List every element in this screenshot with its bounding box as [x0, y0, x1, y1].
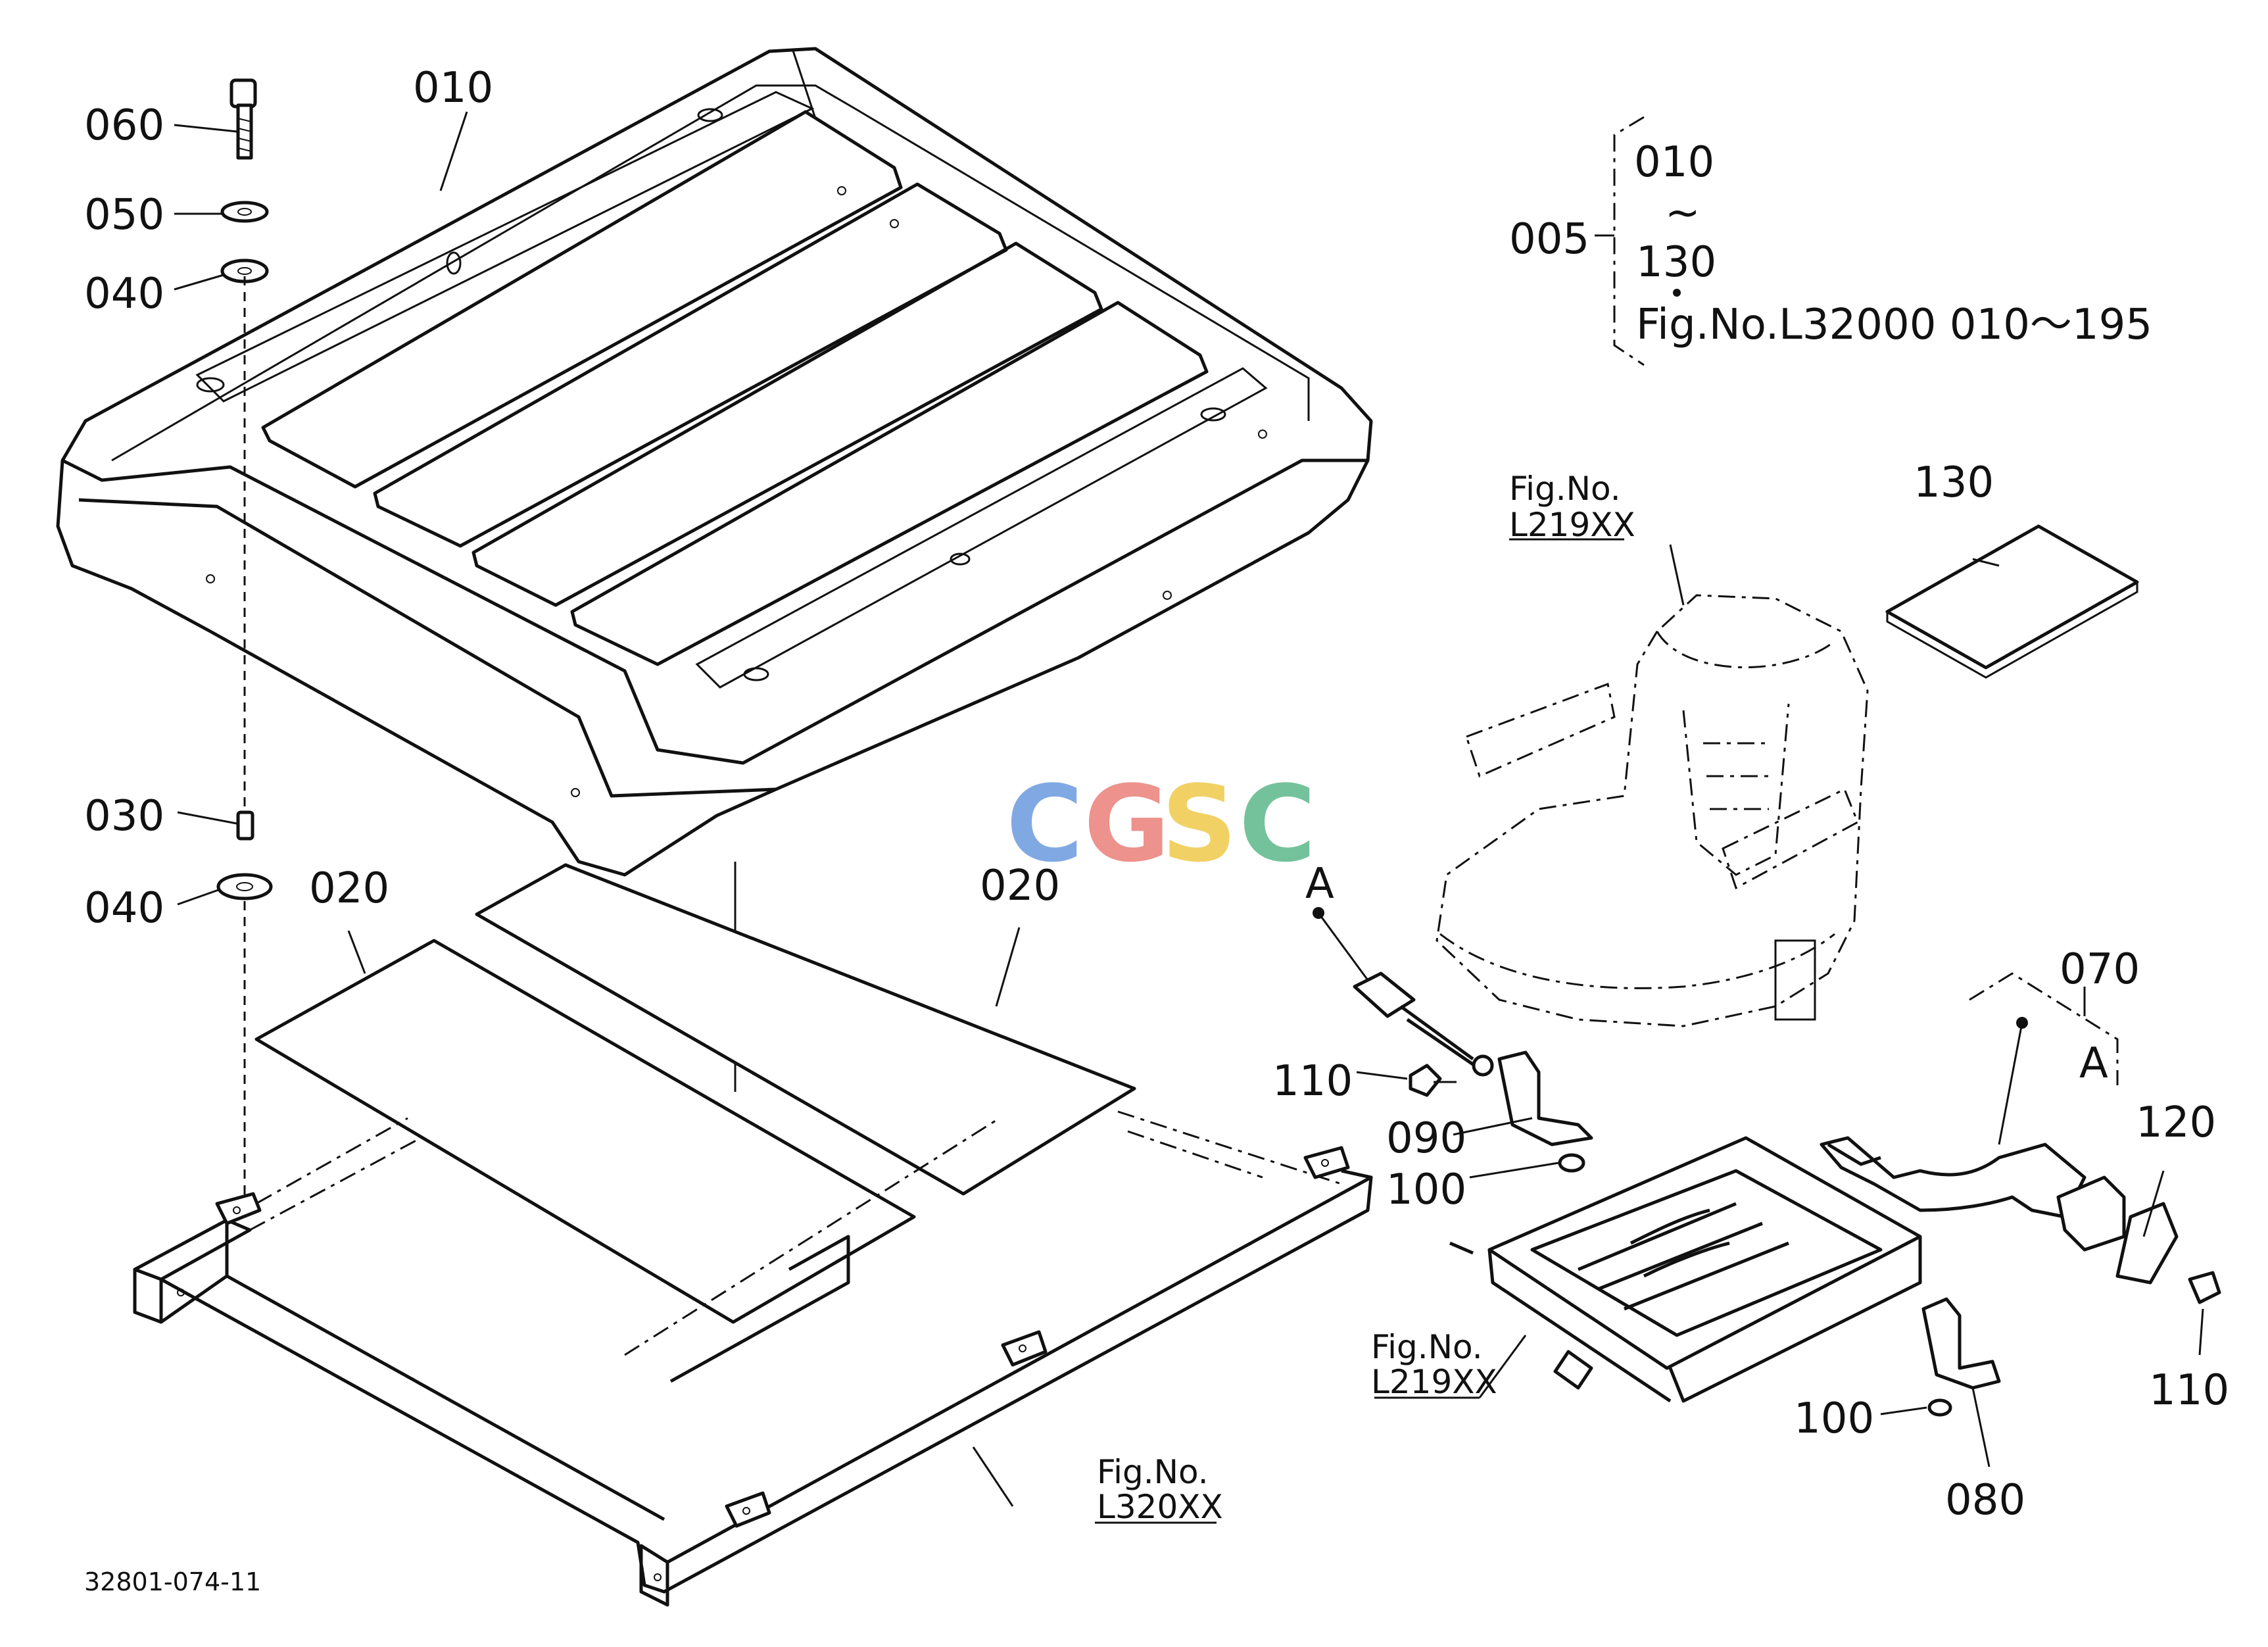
- callout-020-right: 020: [980, 862, 1060, 910]
- watermark-letter: G: [1084, 762, 1170, 885]
- callout-020-left: 020: [309, 864, 389, 913]
- belt-group-bracket: [1969, 972, 2119, 1085]
- set-bracket: [1613, 116, 1645, 366]
- set-range-to: 130: [1636, 238, 1716, 287]
- seat-slide: [1449, 1136, 1922, 1403]
- bolt-110-left: [1409, 1064, 1457, 1097]
- seat: [1436, 594, 1869, 1027]
- seat-belt-retractor: [1820, 1136, 2126, 1252]
- set-range-tilde: ~: [1665, 189, 1701, 237]
- slide-fig-label: Fig.No.: [1371, 1328, 1483, 1366]
- callout-010: 010: [413, 64, 493, 112]
- callout-050: 050: [84, 191, 164, 239]
- frame-fig-code: L320XX: [1097, 1488, 1223, 1526]
- bolt-110-right: [2188, 1271, 2221, 1304]
- leader-lines: [174, 111, 2204, 1524]
- cover-120: [2115, 1202, 2179, 1285]
- callout-120: 120: [2136, 1098, 2216, 1147]
- bracket-090: [1497, 1050, 1593, 1146]
- watermark-logo: C G S C: [1006, 762, 1316, 885]
- callout-110-left: 110: [1272, 1057, 1353, 1106]
- callout-090: 090: [1386, 1114, 1466, 1163]
- collar-030: [236, 810, 254, 841]
- view-marker-a: A: [1305, 860, 1334, 908]
- roof-panel: [56, 47, 1373, 877]
- callout-030: 030: [84, 792, 164, 841]
- callout-070: 070: [2060, 945, 2140, 994]
- watermark-letter: C: [1239, 762, 1316, 885]
- frame-fig-label: Fig.No.: [1097, 1453, 1209, 1491]
- washer-040-lower: [216, 873, 273, 900]
- callout-060: 060: [84, 101, 164, 150]
- set-range-from: 010: [1634, 138, 1714, 187]
- frame: [133, 1110, 1373, 1607]
- bolt-060: [229, 78, 257, 160]
- callout-080: 080: [1945, 1476, 2025, 1525]
- callout-110-right: 110: [2149, 1366, 2229, 1415]
- seat-belt-buckle: [1353, 971, 1494, 1077]
- callout-040-lower: 040: [84, 884, 164, 933]
- callout-100-upper: 100: [1386, 1166, 1466, 1214]
- slide-fig-code: L219XX: [1371, 1363, 1497, 1401]
- set-id-005: 005: [1509, 215, 1589, 264]
- mat-020-right: [475, 863, 1136, 1196]
- callout-040-upper: 040: [84, 270, 164, 318]
- callout-100-lower: 100: [1794, 1394, 1874, 1443]
- mat-020-left: [254, 939, 916, 1324]
- manual-130: [1885, 524, 2139, 679]
- seat-fig-code: L219XX: [1509, 506, 1635, 544]
- set-reference: Fig.No.L32000 010～195: [1636, 301, 2152, 349]
- nut-100-upper: [1558, 1153, 1585, 1173]
- seat-fig-label: Fig.No.: [1509, 470, 1621, 508]
- drawing-number: 32801-074-11: [84, 1567, 261, 1596]
- bracket-080: [1921, 1297, 2001, 1390]
- nut-100-lower: [1927, 1398, 1952, 1417]
- watermark-letter: S: [1161, 762, 1237, 885]
- watermark-letter: C: [1006, 762, 1083, 885]
- callout-130: 130: [1914, 458, 1994, 507]
- view-marker-a-belt: A: [2079, 1039, 2108, 1088]
- washer-050: [220, 201, 269, 223]
